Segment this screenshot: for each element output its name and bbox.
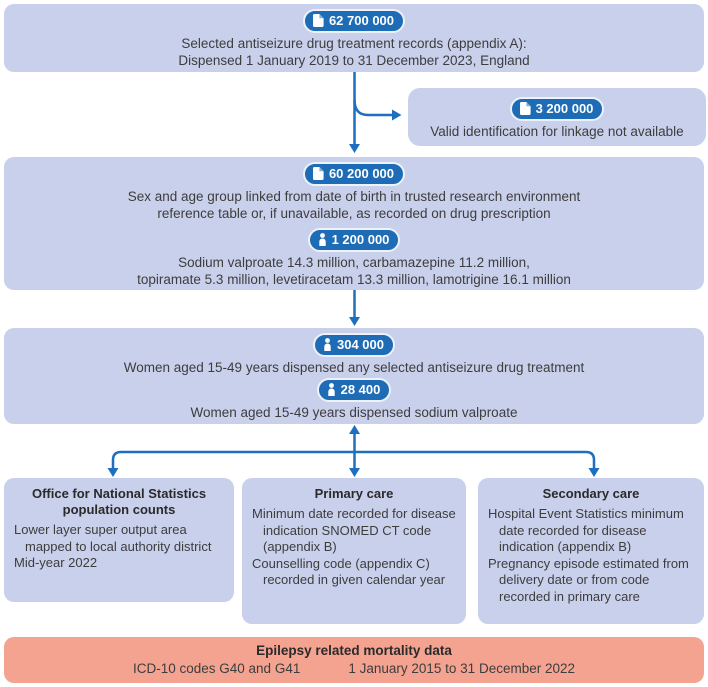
- records-box: 62 700 000 Selected antiseizure drug tre…: [4, 4, 704, 72]
- women-valproate-count-value: 28 400: [340, 382, 381, 397]
- person-icon: [318, 232, 327, 246]
- document-icon: [519, 101, 531, 115]
- connector-women-to-sources: [107, 425, 600, 477]
- secondary-care-box: Secondary care Hospital Event Statistics…: [478, 478, 704, 624]
- document-icon: [312, 14, 324, 27]
- secondary-care-item-2: Pregnancy episode estimated from deliver…: [488, 555, 689, 604]
- mortality-box: Epilepsy related mortality data ICD-10 c…: [4, 637, 704, 683]
- primary-care-title: Primary care: [314, 486, 394, 501]
- patients-count-badge: 1 200 000: [307, 227, 401, 252]
- connector-records-to-linked: [349, 72, 402, 153]
- drugs-line-1: Sodium valproate 14.3 million, carbamaze…: [178, 254, 530, 270]
- ons-item-1: Lower layer super output area mapped to …: [14, 522, 212, 554]
- secondary-care-item-1: Hospital Event Statistics minimum date r…: [488, 506, 684, 554]
- no-linkage-box: 3 200 000 Valid identification for linka…: [408, 88, 706, 146]
- mortality-codes: ICD-10 codes G40 and G41: [132, 661, 301, 676]
- women-any-count-value: 304 000: [337, 337, 384, 352]
- linked-line-1: Sex and age group linked from date of bi…: [127, 188, 581, 204]
- women-cohort-box: 304 000 Women aged 15-49 years dispensed…: [4, 328, 704, 424]
- person-icon: [323, 338, 332, 351]
- person-icon: [327, 383, 336, 396]
- no-linkage-count-value: 3 200 000: [535, 100, 594, 116]
- patients-count-value: 1 200 000: [331, 231, 390, 247]
- ons-box: Office for National Statistics populatio…: [4, 478, 234, 602]
- primary-care-item-2: Counselling code (appendix C) recorded i…: [252, 555, 446, 588]
- records-count-value: 62 700 000: [328, 13, 395, 28]
- women-valproate-line: Women aged 15-49 years dispensed sodium …: [190, 405, 518, 420]
- women-any-line: Women aged 15-49 years dispensed any sel…: [123, 360, 585, 375]
- drugs-line-2: topiramate 5.3 million, levetiracetam 13…: [137, 271, 571, 287]
- records-line-1: Selected antiseizure drug treatment reco…: [181, 36, 527, 51]
- connector-linked-to-women: [349, 290, 360, 326]
- records-line-2: Dispensed 1 January 2019 to 31 December …: [178, 53, 530, 68]
- mortality-title: Epilepsy related mortality data: [256, 643, 452, 658]
- secondary-care-title: Secondary care: [542, 486, 640, 501]
- primary-care-item-1: Minimum date recorded for disease indica…: [252, 506, 456, 554]
- ons-title: Office for National Statistics populatio…: [31, 486, 207, 517]
- women-any-count-badge: 304 000: [313, 333, 395, 357]
- ons-item-2: Mid-year 2022: [14, 555, 98, 570]
- primary-care-box: Primary care Minimum date recorded for d…: [242, 478, 466, 624]
- document-icon: [312, 166, 324, 180]
- women-valproate-count-badge: 28 400: [316, 378, 392, 402]
- linked-records-box: 60 200 000 Sex and age group linked from…: [4, 157, 704, 290]
- records-count-badge: 62 700 000: [302, 9, 406, 33]
- linked-count-badge: 60 200 000: [302, 161, 406, 186]
- mortality-period: 1 January 2015 to 31 December 2022: [348, 661, 575, 676]
- linked-line-2: reference table or, if unavailable, as r…: [157, 205, 551, 221]
- no-linkage-count-badge: 3 200 000: [509, 96, 605, 121]
- linked-count-value: 60 200 000: [328, 165, 395, 181]
- no-linkage-line: Valid identification for linkage not ava…: [430, 123, 684, 139]
